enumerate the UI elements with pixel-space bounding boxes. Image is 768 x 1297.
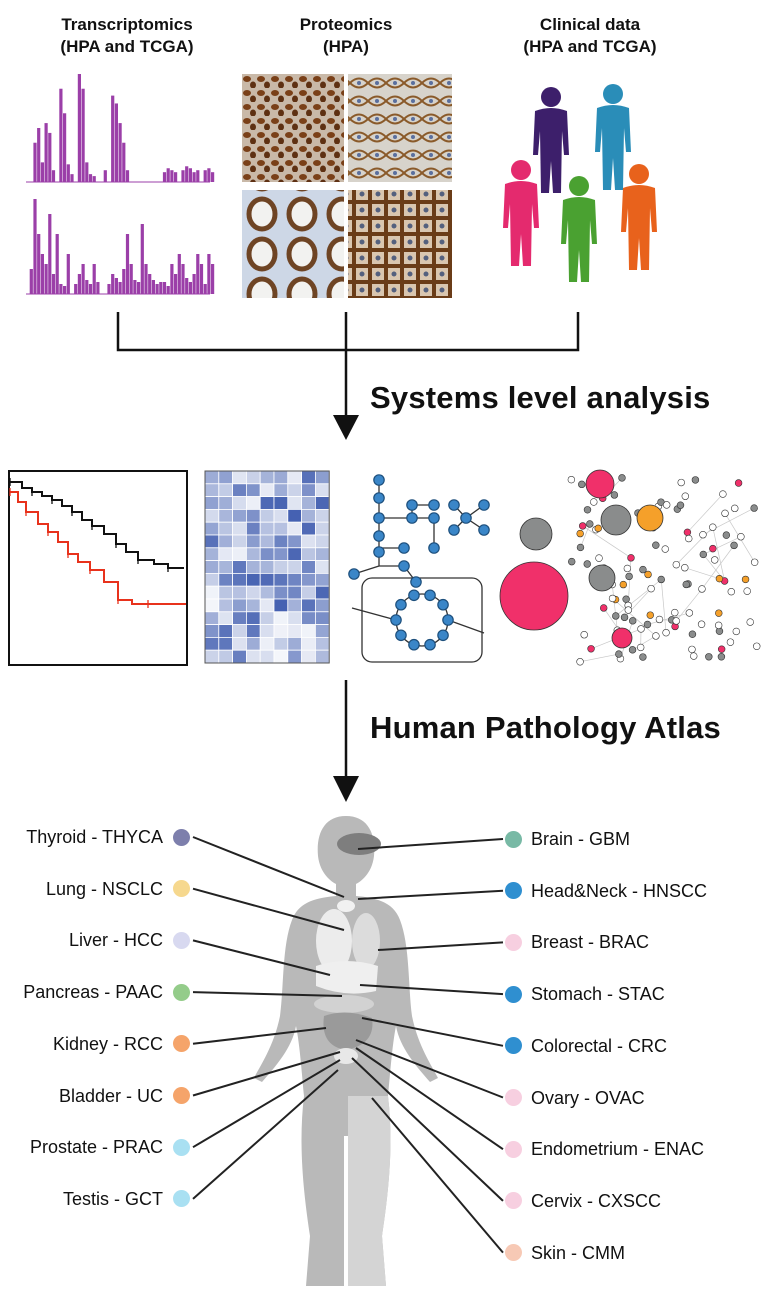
connector-line [352,1058,503,1201]
connector-line [356,1040,503,1098]
connector-line [358,891,503,899]
connector-line [193,837,344,897]
connector-line [360,985,503,994]
connector-line [193,992,342,996]
connector-line [372,1098,503,1253]
connector-line [358,839,503,849]
connector-line [378,942,503,950]
connector-line [356,1048,503,1149]
connector-line [362,1018,503,1046]
connector-line [193,1028,326,1044]
connector-line [193,889,344,930]
connector-line [193,940,330,975]
